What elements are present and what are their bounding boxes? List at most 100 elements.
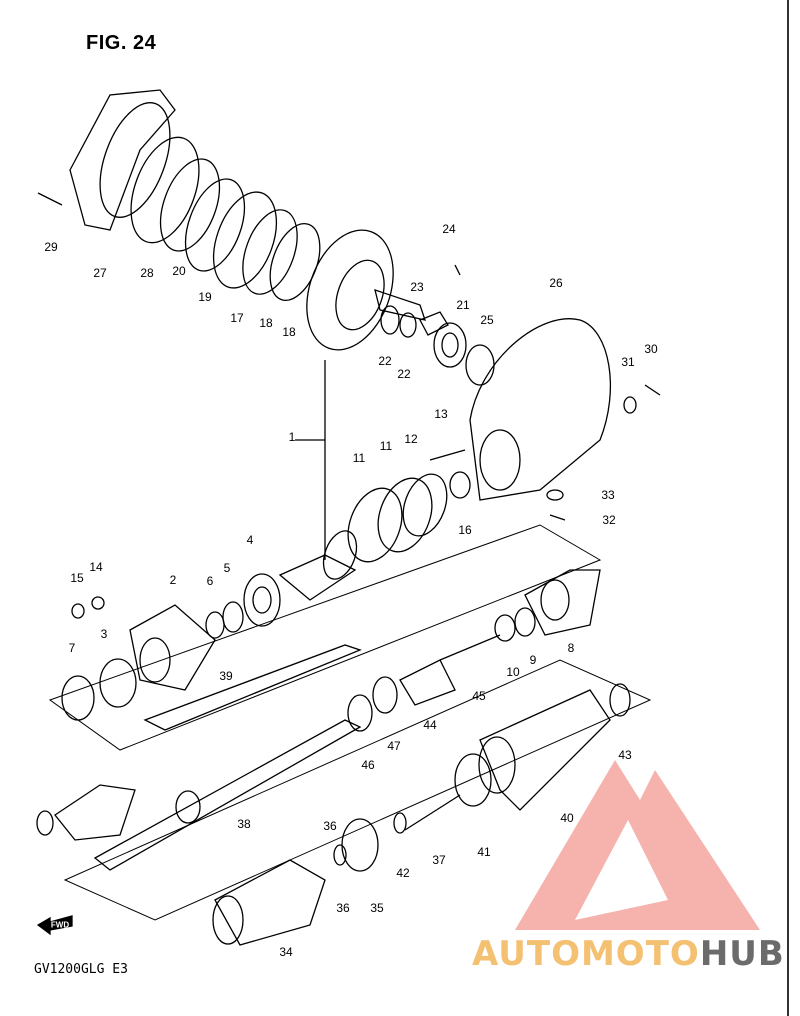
bearing-housing-2 (129, 604, 216, 691)
universal-joint (36, 784, 136, 841)
callout-40: 40 (560, 811, 574, 825)
callout-9: 9 (529, 653, 537, 667)
callout-39: 39 (219, 669, 233, 683)
callout-10: 10 (506, 665, 520, 679)
callout-25: 25 (480, 313, 494, 327)
boot-40 (478, 689, 611, 811)
callout-6: 6 (206, 574, 214, 588)
o-ring-43 (609, 683, 631, 717)
washer-31 (623, 396, 637, 414)
lower-panel-outline (63, 659, 652, 921)
callout-7: 7 (68, 641, 76, 655)
callout-14: 14 (89, 560, 103, 574)
shim-19 (184, 178, 246, 272)
shim-22b (399, 312, 417, 338)
washer-14 (91, 596, 105, 610)
callout-36: 36 (336, 901, 350, 915)
callout-1: 1 (288, 430, 296, 444)
clamp-41 (454, 753, 492, 807)
callout-28: 28 (140, 266, 154, 280)
propeller-shaft-39 (143, 644, 362, 731)
fwd-label: FWD (50, 920, 70, 930)
callout-8: 8 (567, 641, 575, 655)
shim-6 (205, 611, 225, 639)
callout-13: 13 (434, 407, 448, 421)
callout-5: 5 (223, 561, 231, 575)
callout-44: 44 (423, 718, 437, 732)
callout-19: 19 (198, 290, 212, 304)
coupling-44 (399, 659, 456, 706)
ring-gear-1 (306, 229, 426, 351)
callout-38: 38 (237, 817, 251, 831)
stud-13 (429, 449, 466, 461)
shim-5 (222, 601, 244, 633)
callout-41: 41 (477, 845, 491, 859)
bearing-21 (433, 322, 467, 368)
shim-20 (159, 158, 221, 252)
callout-20: 20 (172, 264, 186, 278)
bearing-4 (243, 573, 281, 627)
callout-30: 30 (644, 342, 658, 356)
callout-42: 42 (396, 866, 410, 880)
callout-29: 29 (44, 240, 58, 254)
watermark-brand-text: AUTOMOTOHUB (472, 934, 785, 974)
washer-33 (546, 489, 564, 501)
callout-27: 27 (93, 266, 107, 280)
bearing-16 (449, 471, 471, 499)
universal-joint-34 (212, 859, 326, 946)
ring-47 (372, 676, 398, 714)
callout-45: 45 (472, 689, 486, 703)
callout-37: 37 (432, 853, 446, 867)
callout-32: 32 (602, 513, 616, 527)
oil-seal-25 (465, 344, 495, 386)
shaft-panel-outline (48, 524, 602, 751)
yoke-35 (341, 818, 379, 872)
figure-title: FIG. 24 (86, 32, 157, 54)
callout-34: 34 (279, 945, 293, 959)
clip-36a (333, 844, 347, 866)
pinion-gear-assy (278, 530, 358, 601)
shim-18a (242, 209, 298, 295)
callout-33: 33 (601, 488, 615, 502)
callout-4: 4 (246, 533, 254, 547)
bearing-17 (212, 191, 278, 289)
callout-11: 11 (352, 451, 366, 465)
callout-36: 36 (323, 819, 337, 833)
watermark-brand-part1: AUTOMOTO (472, 934, 700, 974)
ring-42 (393, 812, 407, 834)
callout-12: 12 (404, 432, 418, 446)
fwd-arrow-icon (36, 915, 73, 936)
callout-3: 3 (100, 627, 108, 641)
model-code: GV1200GLG E3 (34, 962, 128, 977)
ring-46 (347, 694, 373, 732)
callout-22: 22 (397, 367, 411, 381)
o-ring-12 (402, 473, 448, 537)
o-ring-28 (130, 136, 200, 244)
callout-43: 43 (618, 748, 632, 762)
callout-16: 16 (458, 523, 472, 537)
callout-24: 24 (442, 222, 456, 236)
callout-2: 2 (169, 573, 177, 587)
drive-shaft-38 (93, 719, 362, 871)
callout-35: 35 (370, 901, 384, 915)
nut-15 (71, 603, 85, 619)
page-edge (787, 0, 789, 1016)
nut-10 (494, 614, 516, 642)
watermark-logo-icon (515, 760, 760, 930)
bolt-30 (644, 384, 661, 396)
spring-seat-9 (514, 607, 536, 637)
watermark-brand-part2: HUB (699, 934, 785, 974)
callout-23: 23 (410, 280, 424, 294)
shim-22a (380, 305, 400, 335)
plug-32 (549, 514, 566, 521)
callout-46: 46 (361, 758, 375, 772)
coupling-8 (524, 569, 601, 636)
callout-18: 18 (259, 316, 273, 330)
callout-22: 22 (378, 354, 392, 368)
bolt-29 (37, 192, 63, 206)
gasket-11b (377, 477, 433, 553)
gear-case-gasket-27 (69, 89, 176, 231)
bearing-3 (99, 658, 137, 708)
oil-seal-7 (61, 675, 95, 721)
